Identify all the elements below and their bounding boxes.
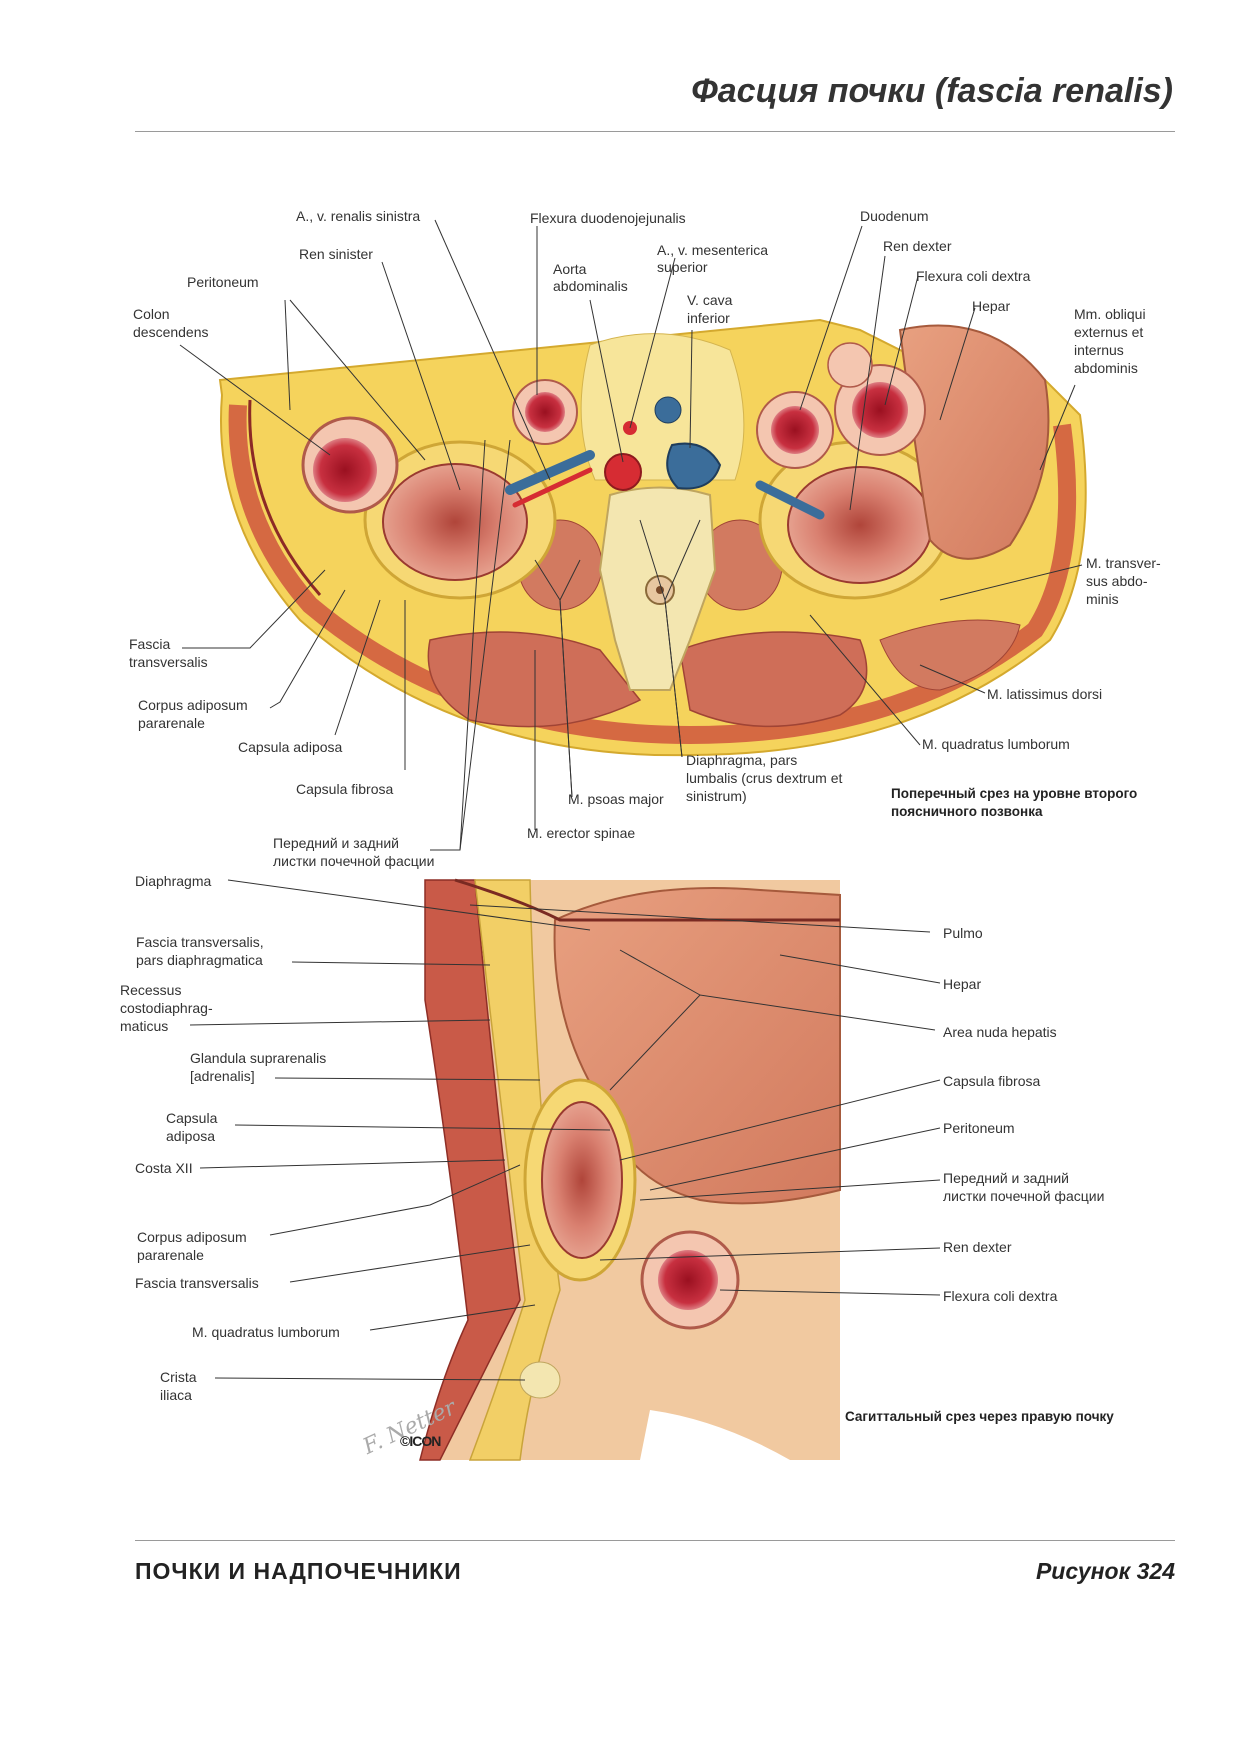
label-diaphragma-2: lumbalis (crus dextrum et xyxy=(686,770,843,786)
label-ren-sinister: Ren sinister xyxy=(299,246,373,262)
label-corpus-lower-1: Corpus adiposum xyxy=(137,1229,247,1245)
label-corpus-upper-1: Corpus adiposum xyxy=(138,697,248,713)
label-mesenterica-1: A., v. mesenterica xyxy=(657,242,769,258)
label-capsula-adiposa-lower-1: Capsula xyxy=(166,1110,218,1126)
upper-caption-line-2: поясничного позвонка xyxy=(891,804,1043,819)
label-diaphragma-3: sinistrum) xyxy=(686,788,747,804)
label-capsula-fibrosa-upper: Capsula fibrosa xyxy=(296,781,394,797)
label-costa: Costa XII xyxy=(135,1160,193,1176)
label-peritoneum-upper: Peritoneum xyxy=(187,274,259,290)
label-obliqui-2: externus et xyxy=(1074,324,1144,340)
label-corpus-upper-2: pararenale xyxy=(138,715,205,731)
label-obliqui-3: internus xyxy=(1074,342,1124,358)
upper-caption-line-1: Поперечный срез на уровне второго xyxy=(891,786,1138,801)
publisher-logo: ©ICON xyxy=(400,1433,441,1449)
label-aorta-2: abdominalis xyxy=(553,278,628,294)
label-duodenum: Duodenum xyxy=(860,208,929,224)
label-transversus-1: M. transver- xyxy=(1086,555,1161,571)
transverse-section xyxy=(218,318,1087,757)
page-title: Фасция почки (fascia renalis) xyxy=(691,72,1173,110)
label-recessus-1: Recessus xyxy=(120,982,182,998)
label-recessus-3: maticus xyxy=(120,1018,169,1034)
top-rule xyxy=(135,131,1175,132)
label-glandula-2: [adrenalis] xyxy=(190,1068,255,1084)
bottom-rule xyxy=(135,1540,1175,1541)
label-quadratus-upper: M. quadratus lumborum xyxy=(922,736,1070,752)
label-fascia-tr-2: transversalis xyxy=(129,654,208,670)
label-transversus-2: sus abdo- xyxy=(1086,573,1148,589)
label-capsula-adiposa-lower-2: adiposa xyxy=(166,1128,216,1144)
label-aorta-1: Aorta xyxy=(553,261,587,277)
section-title: ПОЧКИ И НАДПОЧЕЧНИКИ xyxy=(135,1558,462,1584)
label-capsula-adiposa-upper: Capsula adiposa xyxy=(238,739,343,755)
label-glandula-1: Glandula suprarenalis xyxy=(190,1050,327,1066)
figure-number: Рисунок 324 xyxy=(1035,1558,1175,1584)
label-erector: M. erector spinae xyxy=(527,825,636,841)
label-fascia-tr-1: Fascia xyxy=(129,636,171,652)
label-colon-2: descendens xyxy=(133,324,209,340)
label-ren-dexter-upper: Ren dexter xyxy=(883,238,952,254)
label-perednii-upper-2: листки почечной фасции xyxy=(273,853,435,869)
label-peritoneum-lower: Peritoneum xyxy=(943,1120,1015,1136)
label-flexura-coli-upper: Flexura coli dextra xyxy=(916,268,1031,284)
label-crista-1: Crista xyxy=(160,1369,197,1385)
label-transversus-3: minis xyxy=(1086,591,1119,607)
label-area-nuda: Area nuda hepatis xyxy=(943,1024,1057,1040)
sagittal-section xyxy=(419,878,841,1461)
label-psoas: M. psoas major xyxy=(568,791,664,807)
label-latissimus: M. latissimus dorsi xyxy=(987,686,1103,702)
label-perednii-lower-2: листки почечной фасции xyxy=(943,1188,1105,1204)
label-flexura-coli-lower: Flexura coli dextra xyxy=(943,1288,1058,1304)
label-obliqui-4: abdominis xyxy=(1074,360,1138,376)
label-renalis-sinistra: A., v. renalis sinistra xyxy=(296,208,421,224)
label-perednii-lower-1: Передний и задний xyxy=(943,1170,1069,1186)
label-diaphragma-lower: Diaphragma xyxy=(135,873,212,889)
label-ren-dexter-lower: Ren dexter xyxy=(943,1239,1012,1255)
label-corpus-lower-2: pararenale xyxy=(137,1247,204,1263)
lower-leader-lines xyxy=(189,879,941,1381)
label-fascia-diaph-1: Fascia transversalis, xyxy=(136,934,264,950)
label-cava-2: inferior xyxy=(687,310,730,326)
label-hepar-lower: Hepar xyxy=(943,976,982,992)
label-cava-1: V. cava xyxy=(687,292,733,308)
label-mesenterica-2: superior xyxy=(657,259,708,275)
label-fascia-tr-lower: Fascia transversalis xyxy=(135,1275,259,1291)
label-quadratus-lower: M. quadratus lumborum xyxy=(192,1324,340,1340)
label-colon-1: Colon xyxy=(133,306,170,322)
label-capsula-fibrosa-lower: Capsula fibrosa xyxy=(943,1073,1041,1089)
label-perednii-upper-1: Передний и задний xyxy=(273,835,399,851)
label-hepar-upper: Hepar xyxy=(972,298,1011,314)
label-pulmo: Pulmo xyxy=(943,925,983,941)
label-diaphragma-1: Diaphragma, pars xyxy=(686,752,798,768)
label-fascia-diaph-2: pars diaphragmatica xyxy=(136,952,263,968)
label-crista-2: iliaca xyxy=(160,1387,192,1403)
label-flexura-duodenojejunalis: Flexura duodenojejunalis xyxy=(530,210,686,226)
label-recessus-2: costodiaphrag- xyxy=(120,1000,213,1016)
label-obliqui-1: Mm. obliqui xyxy=(1074,306,1146,322)
lower-caption: Сагиттальный срез через правую почку xyxy=(845,1409,1114,1424)
upper-leader-lines xyxy=(179,219,1083,851)
